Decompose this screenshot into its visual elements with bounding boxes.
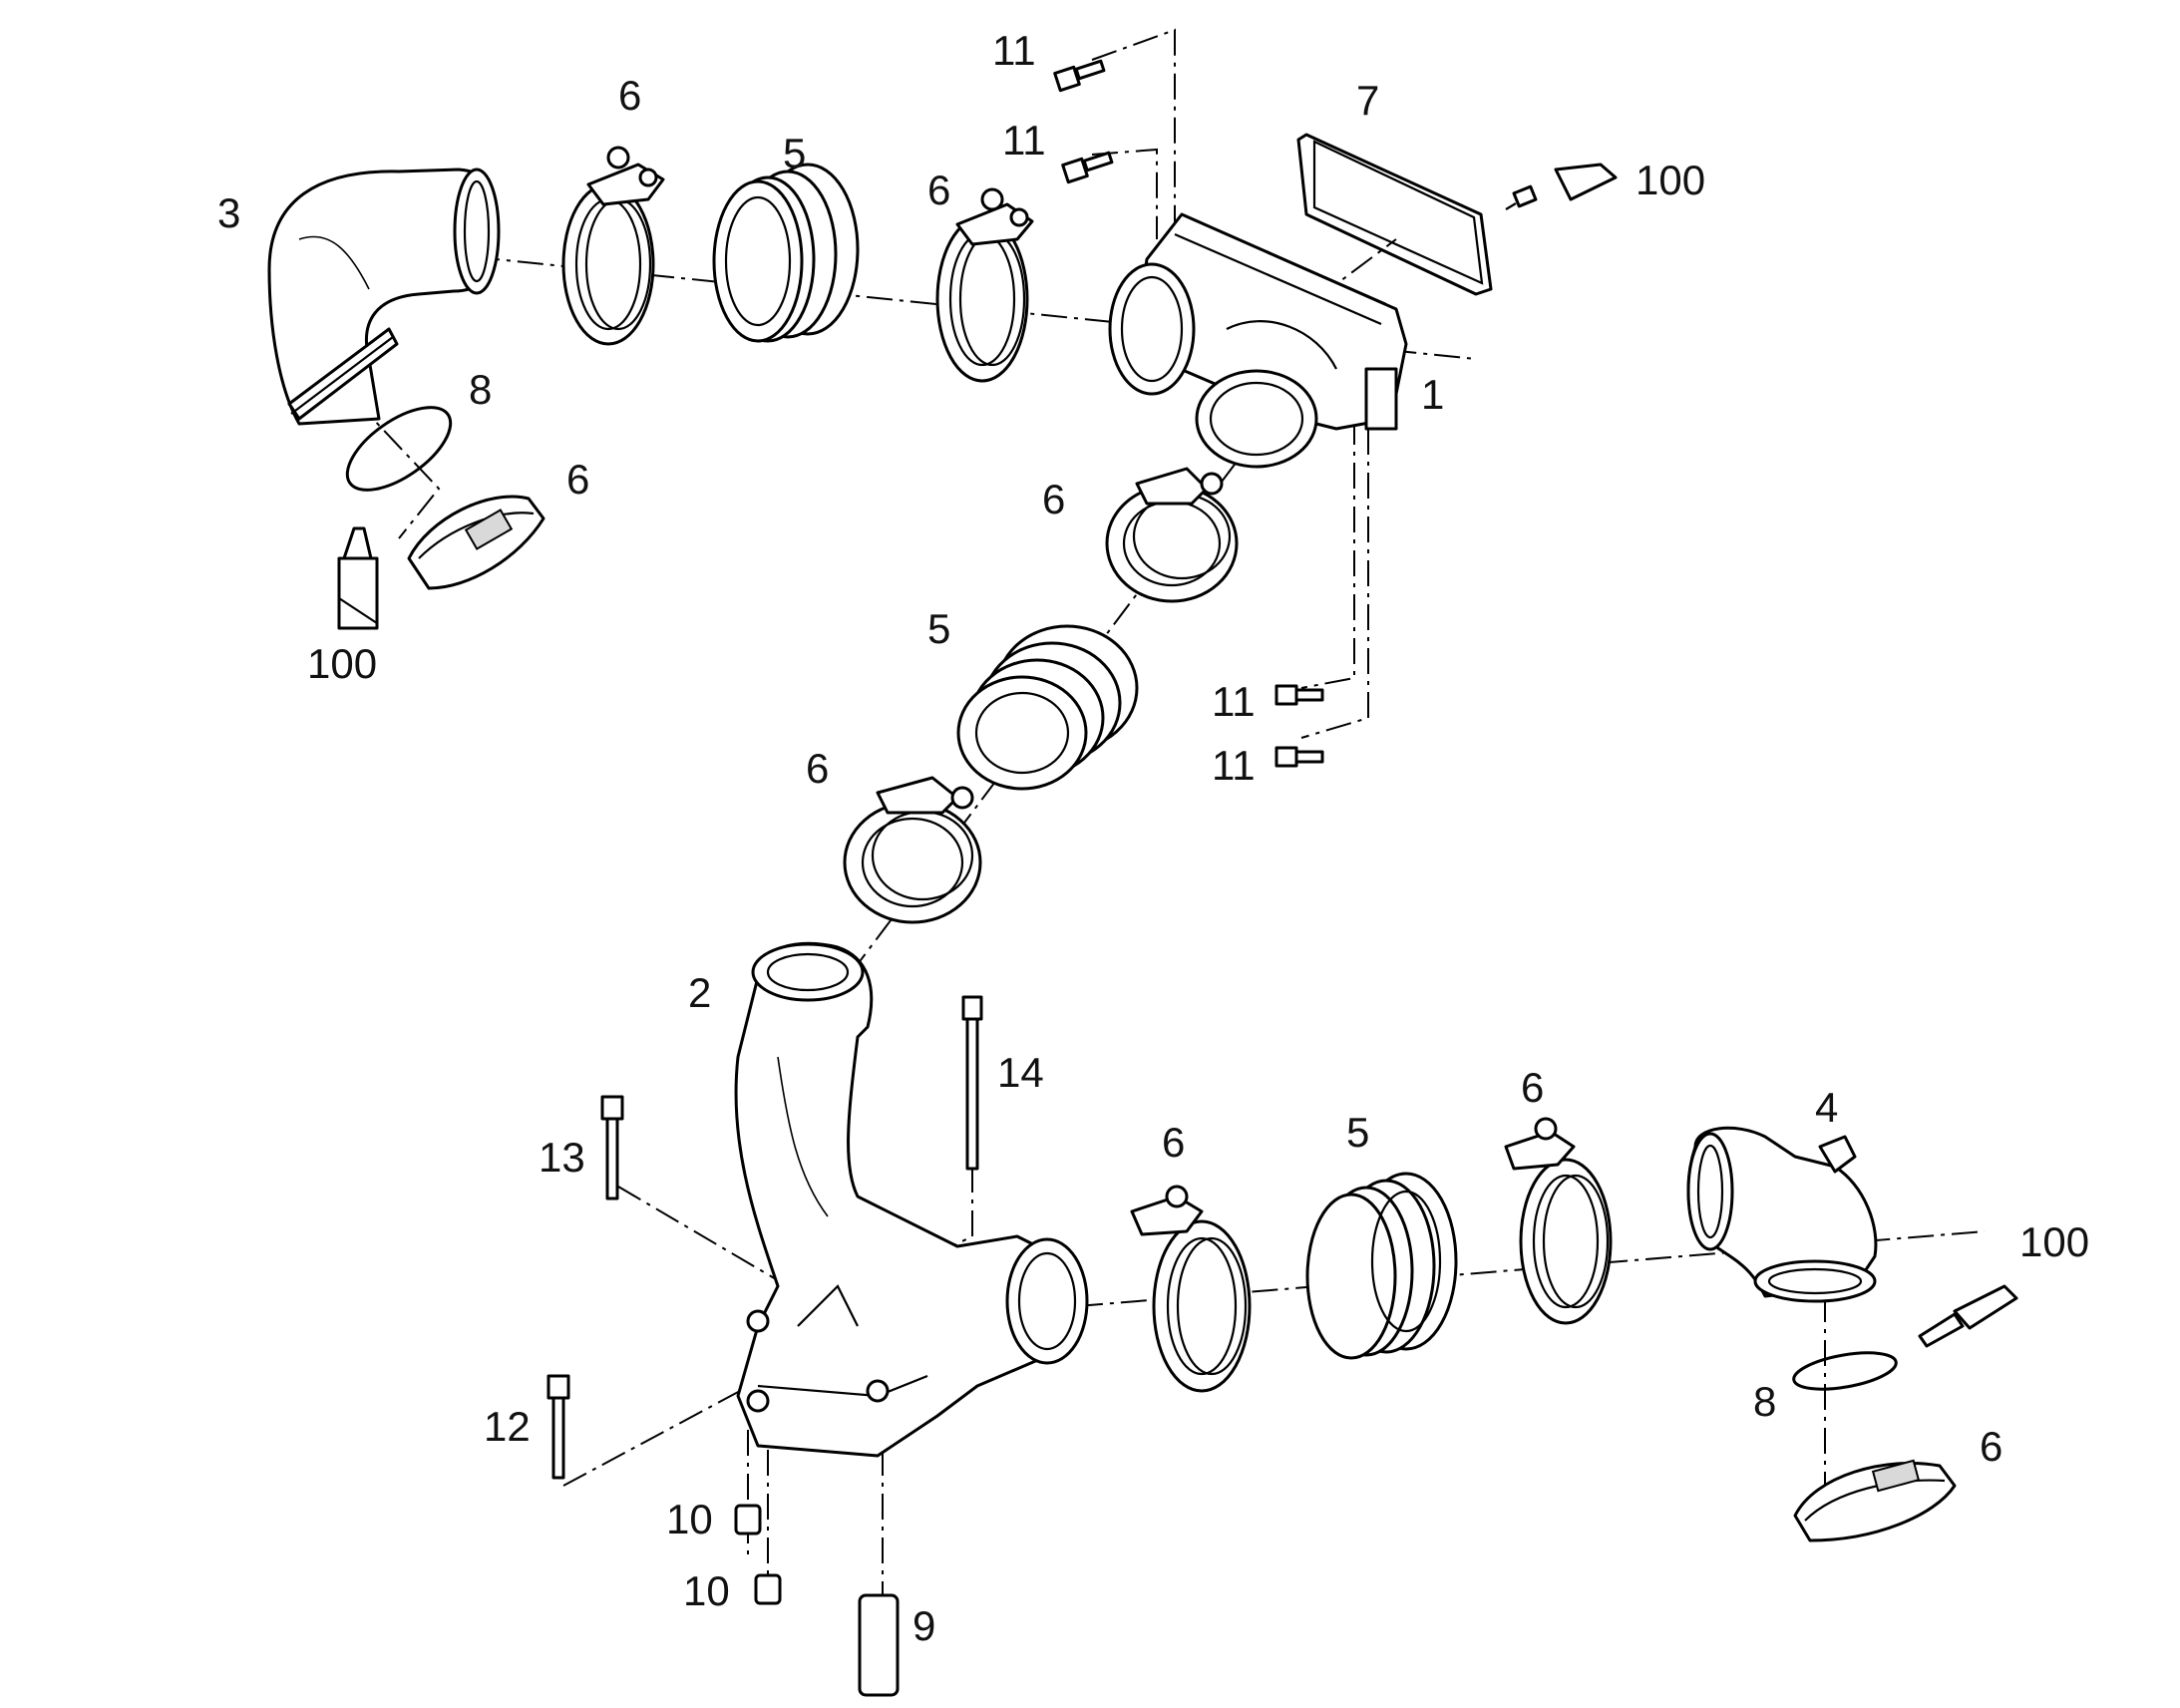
callout-1: 1 bbox=[1421, 371, 1444, 418]
callout-100-upper-right: 100 bbox=[1635, 157, 1705, 203]
part-11-bolt-bottom-2 bbox=[1274, 746, 1324, 768]
part-12-bolt bbox=[546, 1374, 570, 1480]
part-6-hose-clamp-lower-2 bbox=[1504, 1117, 1613, 1325]
callout-4: 4 bbox=[1815, 1084, 1838, 1131]
callout-6-lower-1: 6 bbox=[1162, 1119, 1185, 1166]
callout-3: 3 bbox=[217, 189, 240, 236]
part-1-intake-manifold bbox=[1108, 212, 1408, 469]
callout-11-top-2: 11 bbox=[1002, 117, 1046, 164]
callout-100-lower-right: 100 bbox=[2019, 1218, 2089, 1265]
callout-11-bottom-1: 11 bbox=[1212, 678, 1256, 725]
callout-6-middle-1: 6 bbox=[1042, 476, 1065, 522]
callout-100-upper-left: 100 bbox=[307, 640, 377, 687]
callout-6-upper-left: 6 bbox=[566, 456, 589, 503]
callout-13: 13 bbox=[539, 1134, 585, 1181]
callout-2: 2 bbox=[688, 969, 711, 1016]
callout-labels: 1 2 3 4 5 5 5 6 6 6 6 6 6 6 6 7 8 8 9 10… bbox=[217, 27, 2089, 1649]
callout-5-middle: 5 bbox=[927, 605, 950, 652]
callout-11-top-1: 11 bbox=[992, 27, 1036, 74]
part-13-bolt bbox=[600, 1095, 624, 1200]
part-14-bolt bbox=[961, 995, 983, 1171]
part-5-rubber-coupling-middle bbox=[956, 624, 1139, 791]
callout-6-upper-2: 6 bbox=[927, 167, 950, 213]
part-6-hose-clamp-upper-2 bbox=[935, 187, 1034, 383]
callout-5-lower: 5 bbox=[1346, 1109, 1369, 1156]
part-10-spacer-lower bbox=[754, 1573, 782, 1605]
callout-8-upper: 8 bbox=[469, 366, 492, 413]
callout-10-lower: 10 bbox=[683, 1567, 730, 1614]
part-6-hose-clamp-lower-1 bbox=[1130, 1185, 1252, 1393]
part-6-hose-clamp-middle-1 bbox=[1105, 467, 1239, 603]
callout-6-middle-2: 6 bbox=[806, 745, 829, 792]
part-11-bolt-top-2 bbox=[1061, 151, 1114, 184]
callout-14: 14 bbox=[997, 1049, 1044, 1096]
part-7-gasket bbox=[1296, 133, 1493, 296]
part-11-bolt-bottom-1 bbox=[1274, 684, 1324, 706]
part-3-elbow-hose bbox=[267, 168, 501, 426]
callout-7: 7 bbox=[1356, 77, 1379, 124]
part-8-o-ring-upper bbox=[345, 406, 453, 492]
callout-6-lower-2: 6 bbox=[1521, 1064, 1544, 1111]
callout-5-upper: 5 bbox=[783, 130, 806, 176]
part-4-elbow-hose bbox=[1686, 1126, 1878, 1303]
part-100-sealant-tube-upper-right bbox=[1505, 163, 1618, 210]
part-5-rubber-coupling-upper bbox=[712, 163, 860, 343]
callout-9: 9 bbox=[912, 1602, 935, 1649]
part-100-sealant-tube-upper-left bbox=[337, 526, 379, 630]
part-5-rubber-coupling-lower bbox=[1305, 1172, 1458, 1360]
part-2-intake-pipe bbox=[734, 941, 1089, 1458]
part-6-band-clamp-lower-right bbox=[1793, 1459, 1957, 1542]
part-11-bolt-top-1 bbox=[1053, 59, 1106, 93]
part-8-o-ring-lower bbox=[1792, 1351, 1898, 1391]
callout-8-lower: 8 bbox=[1753, 1378, 1776, 1425]
callout-11-bottom-2: 11 bbox=[1212, 742, 1256, 789]
part-6-hose-clamp-middle-2 bbox=[843, 776, 982, 924]
callout-6-upper-1: 6 bbox=[618, 72, 641, 119]
part-100-sealant-tube-lower-right bbox=[1918, 1284, 2018, 1348]
part-9-sleeve bbox=[858, 1593, 900, 1697]
part-6-hose-clamp-upper-1 bbox=[561, 146, 665, 346]
part-10-spacer-upper bbox=[734, 1504, 762, 1536]
callout-12: 12 bbox=[484, 1403, 531, 1450]
callout-6-lower-right: 6 bbox=[1980, 1423, 2002, 1470]
callout-10-upper: 10 bbox=[666, 1496, 713, 1542]
part-6-band-clamp-upper-left bbox=[407, 495, 545, 590]
